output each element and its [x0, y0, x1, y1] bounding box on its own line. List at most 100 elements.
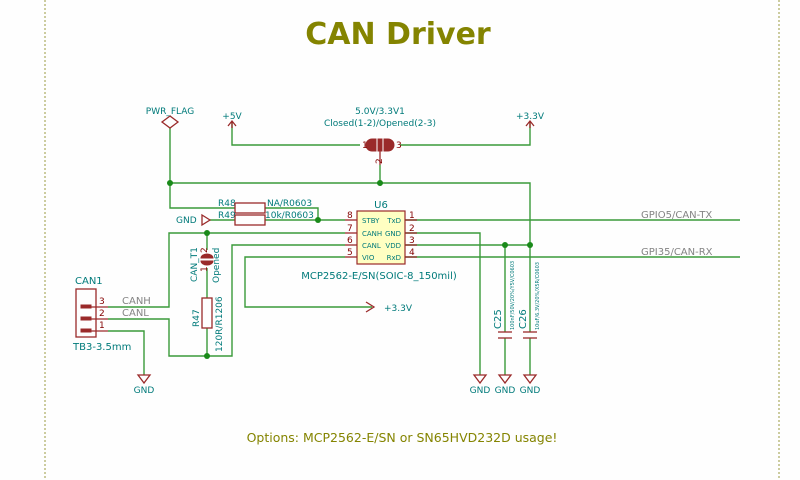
connector-can1[interactable]: CAN1 3 2 1 TB3-3.5mm CANH CANL [72, 276, 151, 353]
gnd-icon [201, 213, 212, 227]
junction-dot [204, 230, 210, 236]
ic-part: MCP2562-E/SN(SOIC-8_150mil) [301, 271, 457, 282]
r48-value: NA/R0603 [267, 199, 312, 209]
wire-3v3 [400, 122, 531, 146]
can-t1-pad-bottom [200, 260, 214, 266]
r47-ref: R47 [192, 309, 202, 327]
r48-ref: R48 [218, 199, 236, 209]
ic-ref: U6 [374, 200, 388, 211]
power-3v3-vio[interactable]: +3.3V [365, 301, 413, 314]
ic-pin-name: CANL [362, 242, 381, 250]
can-terminator-jumper[interactable]: CAN_T1 Opened 2 1 [190, 247, 222, 283]
pwr-flag-icon [160, 115, 180, 129]
wires [108, 122, 740, 375]
options-note: Options: MCP2562-E/SN or SN65HVD232D usa… [247, 430, 558, 445]
connector-pin-3 [80, 304, 92, 309]
jumper-pin-3: 3 [396, 141, 402, 151]
power-3v3-top[interactable]: +3.3V [516, 112, 545, 128]
gnd-can[interactable]: GND [134, 374, 155, 396]
gnd-c25[interactable]: GND [495, 374, 516, 396]
ic-pin-num: 7 [347, 224, 353, 234]
connector-pin-num: 1 [99, 321, 105, 331]
r47-body [201, 297, 213, 329]
wire-pwr-flag [169, 128, 235, 209]
junction-dot [527, 242, 533, 248]
jumper-pin-2: 2 [375, 158, 385, 164]
jumper-value: Closed(1-2)/Opened(2-3) [324, 119, 436, 129]
ic-pin-name: VDD [385, 242, 401, 250]
ic-pin-num: 8 [347, 211, 353, 221]
gnd-label: GND [495, 386, 516, 396]
sheet-title: CAN Driver [305, 17, 491, 52]
c26-value: 10uF/6.3V/20%/X5R/C0603 [535, 262, 541, 330]
capacitor-c26[interactable]: C26 10uF/6.3V/20%/X5R/C0603 [518, 262, 541, 339]
wire-5v [231, 122, 360, 146]
c25-ref: C25 [493, 309, 504, 329]
wire-canl [108, 244, 345, 357]
r49-body [234, 214, 266, 226]
connector-body [75, 288, 97, 338]
connector-ref: CAN1 [75, 276, 103, 287]
ic-pin-num: 6 [347, 236, 353, 246]
can-t1-pin-1: 1 [200, 266, 210, 272]
power-5v-label: +5V [222, 112, 242, 122]
c25-value: 100nF/50V/20%/Y5V/C0603 [510, 261, 516, 330]
ic-pin-num: 3 [409, 236, 415, 246]
power-3v3-vio-label: +3.3V [384, 304, 413, 314]
wire-can-gnd [108, 330, 145, 375]
power-arrow-icon [227, 119, 237, 128]
gnd-icon [136, 374, 152, 385]
ic-pin-name: GND [385, 230, 401, 238]
gnd-label: GND [134, 386, 155, 396]
pwr-flag-symbol[interactable]: PWR_FLAG [146, 107, 194, 129]
gnd-icon [522, 374, 538, 385]
power-5v[interactable]: +5V [222, 112, 243, 128]
wire-vcc-bus [170, 182, 531, 245]
capacitor-c25[interactable]: C25 100nF/50V/20%/Y5V/C0603 [493, 261, 516, 339]
junction-dot [377, 180, 383, 186]
jumper-ref: 5.0V/3.3V1 [355, 107, 405, 117]
ic-pin-name: CANH [362, 230, 382, 238]
can-t1-pad-top [200, 253, 214, 259]
r49-value: 10k/R0603 [265, 211, 314, 221]
wire-gnd-pin [405, 232, 481, 375]
wire-vio [244, 256, 372, 308]
resistor-r47[interactable]: R47 120R/R1206 [192, 296, 225, 352]
r49-ref: R49 [218, 211, 236, 221]
pwr-flag-label: PWR_FLAG [146, 107, 194, 117]
can-t1-value: Opened [212, 248, 222, 283]
junction-dot [315, 217, 321, 223]
wire-r48-stby [265, 207, 345, 221]
ic-body [356, 210, 406, 265]
ic-u6[interactable]: U6 8 7 6 5 STBY CANH CANL VIO 1 2 3 4 Tx… [301, 200, 457, 282]
ic-pin-name: TxD [386, 217, 401, 225]
gnd-r49[interactable]: GND [176, 213, 212, 227]
can-t1-ref: CAN_T1 [190, 247, 200, 282]
resistor-r49[interactable]: R49 10k/R0603 [218, 211, 314, 226]
gnd-ic[interactable]: GND [470, 374, 491, 396]
jumper-pad-center [377, 138, 383, 152]
gnd-icon [497, 374, 513, 385]
jumper-pad-left [365, 138, 377, 152]
gnd-icon [472, 374, 488, 385]
connector-pin-1 [80, 328, 92, 333]
net-label-rx: GPI35/CAN-RX [641, 247, 713, 258]
jumper-pad-right [383, 138, 395, 152]
resistor-r48[interactable]: R48 NA/R0603 [218, 199, 312, 214]
c26-ref: C26 [518, 309, 529, 329]
connector-value: TB3-3.5mm [72, 342, 131, 353]
connector-pin-num: 3 [99, 297, 105, 307]
ic-pin-name: VIO [362, 254, 375, 262]
junctions [167, 180, 533, 359]
ic-pin-name: RxD [387, 254, 401, 262]
gnd-c26[interactable]: GND [520, 374, 541, 396]
connector-pin-num: 2 [99, 309, 105, 319]
net-label-canh: CANH [122, 296, 151, 307]
connector-pin-2 [80, 316, 92, 321]
jumper-pin-1: 1 [362, 141, 368, 151]
jumper-5v-3v3[interactable]: 5.0V/3.3V1 Closed(1-2)/Opened(2-3) 1 2 3 [324, 107, 436, 165]
ic-pin-name: STBY [362, 217, 380, 225]
net-label-canl: CANL [122, 308, 149, 319]
